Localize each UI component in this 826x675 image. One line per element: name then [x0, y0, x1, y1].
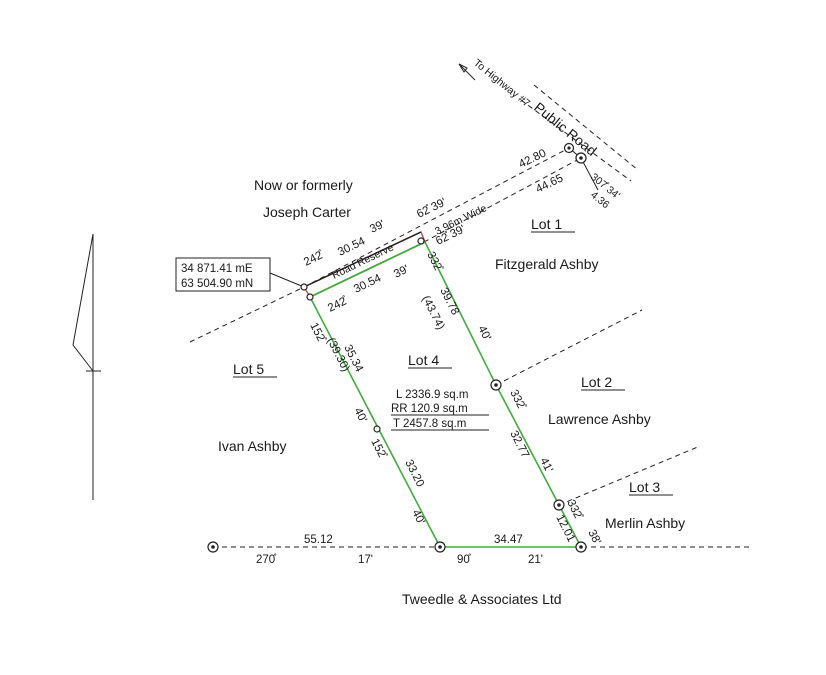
dim-west2-min: 40': [409, 508, 427, 527]
public-road-line-north: [533, 84, 639, 171]
north-boundary-line: [303, 147, 570, 288]
dim-reserve-south-bearing: 242̊: [326, 294, 351, 315]
dim-south-west-min: 17': [358, 554, 373, 566]
dim-top-north-bearing: 62̊ 39': [415, 195, 449, 220]
highway-label: To Highway #7: [471, 57, 532, 110]
lot1-owner: Fitzgerald Ashby: [495, 256, 599, 272]
survey-pin-icon: [207, 541, 219, 553]
dim-south-dist: 34.47: [494, 534, 523, 546]
lot1-lot2-line: [495, 309, 643, 386]
survey-pin-icon: [373, 425, 381, 433]
dim-east2-bearing: 332̊: [507, 387, 528, 412]
lot2-lot3-line: [558, 445, 701, 506]
dim-reserve-north-min: 39': [368, 218, 387, 235]
coordinate-northing: 63 504.90 mN: [181, 278, 253, 290]
dim-east3-min: 38': [585, 528, 603, 547]
survey-pin-icon: [553, 499, 565, 511]
dim-reserve-south-min: 39': [392, 263, 411, 280]
dim-east-dist: 39.78: [437, 286, 461, 317]
dim-west2-dist: 33.20: [402, 458, 426, 489]
south-boundary-line: [423, 157, 582, 243]
firm-name: Tweedle & Associates Ltd: [402, 591, 562, 607]
dim-south-bearing: 90̊: [457, 553, 472, 566]
north-arrow-icon: [72, 233, 101, 500]
dim-west2-bearing: 152̊: [368, 436, 389, 461]
dim-east-min: 40': [475, 324, 493, 343]
dim-reserve-north-bearing: 242̊: [302, 248, 327, 269]
survey-pin-icon: [306, 293, 314, 301]
adjoiner-line2: Joseph Carter: [263, 204, 351, 220]
dim-top-south-dist: 44.65: [534, 172, 565, 195]
survey-pin-icon: [575, 152, 587, 164]
survey-pin-icon: [300, 283, 308, 291]
survey-pin-icon: [434, 541, 446, 553]
lot2-label: Lot 2: [581, 374, 612, 390]
dim-west-min: 40': [351, 406, 369, 425]
lot2-owner: Lawrence Ashby: [548, 411, 651, 427]
public-road-line-south: [520, 99, 632, 182]
lot5-boundary-line: [189, 286, 305, 343]
dim-east-bearing: 332̊: [424, 249, 445, 274]
coordinate-leader: [269, 272, 305, 288]
dim-reserve-south-dist: 30.54: [352, 272, 384, 296]
adjoiner-line1: Now or formerly: [254, 177, 353, 193]
highway-arrow-icon: [458, 63, 476, 81]
area-total: T 2457.8 sq.m: [393, 418, 466, 430]
lot4-label: Lot 4: [408, 352, 439, 368]
survey-pin-icon: [575, 541, 587, 553]
lot5-label: Lot 5: [233, 361, 264, 377]
lot3-label: Lot 3: [629, 479, 660, 495]
dim-south-min: 21': [528, 554, 543, 566]
dim-south-west-bearing: 270̊: [256, 553, 277, 566]
dim-east2-min: 41': [537, 456, 555, 475]
lot1-label: Lot 1: [531, 216, 562, 232]
lot5-owner: Ivan Ashby: [218, 438, 287, 454]
survey-pin-icon: [417, 237, 425, 245]
lot3-owner: Merlin Ashby: [605, 515, 685, 531]
coordinate-easting: 34 871.41 mE: [181, 263, 253, 275]
survey-pin-icon: [563, 142, 575, 154]
dim-top-north-dist: 42.80: [517, 147, 548, 170]
dim-south-west-dist: 55.12: [304, 534, 333, 546]
area-land: L 2336.9 sq.m: [396, 389, 468, 401]
coordinate-box: [175, 257, 271, 292]
survey-pin-icon: [490, 379, 502, 391]
area-road-reserve: RR 120.9 sq.m: [391, 403, 468, 415]
